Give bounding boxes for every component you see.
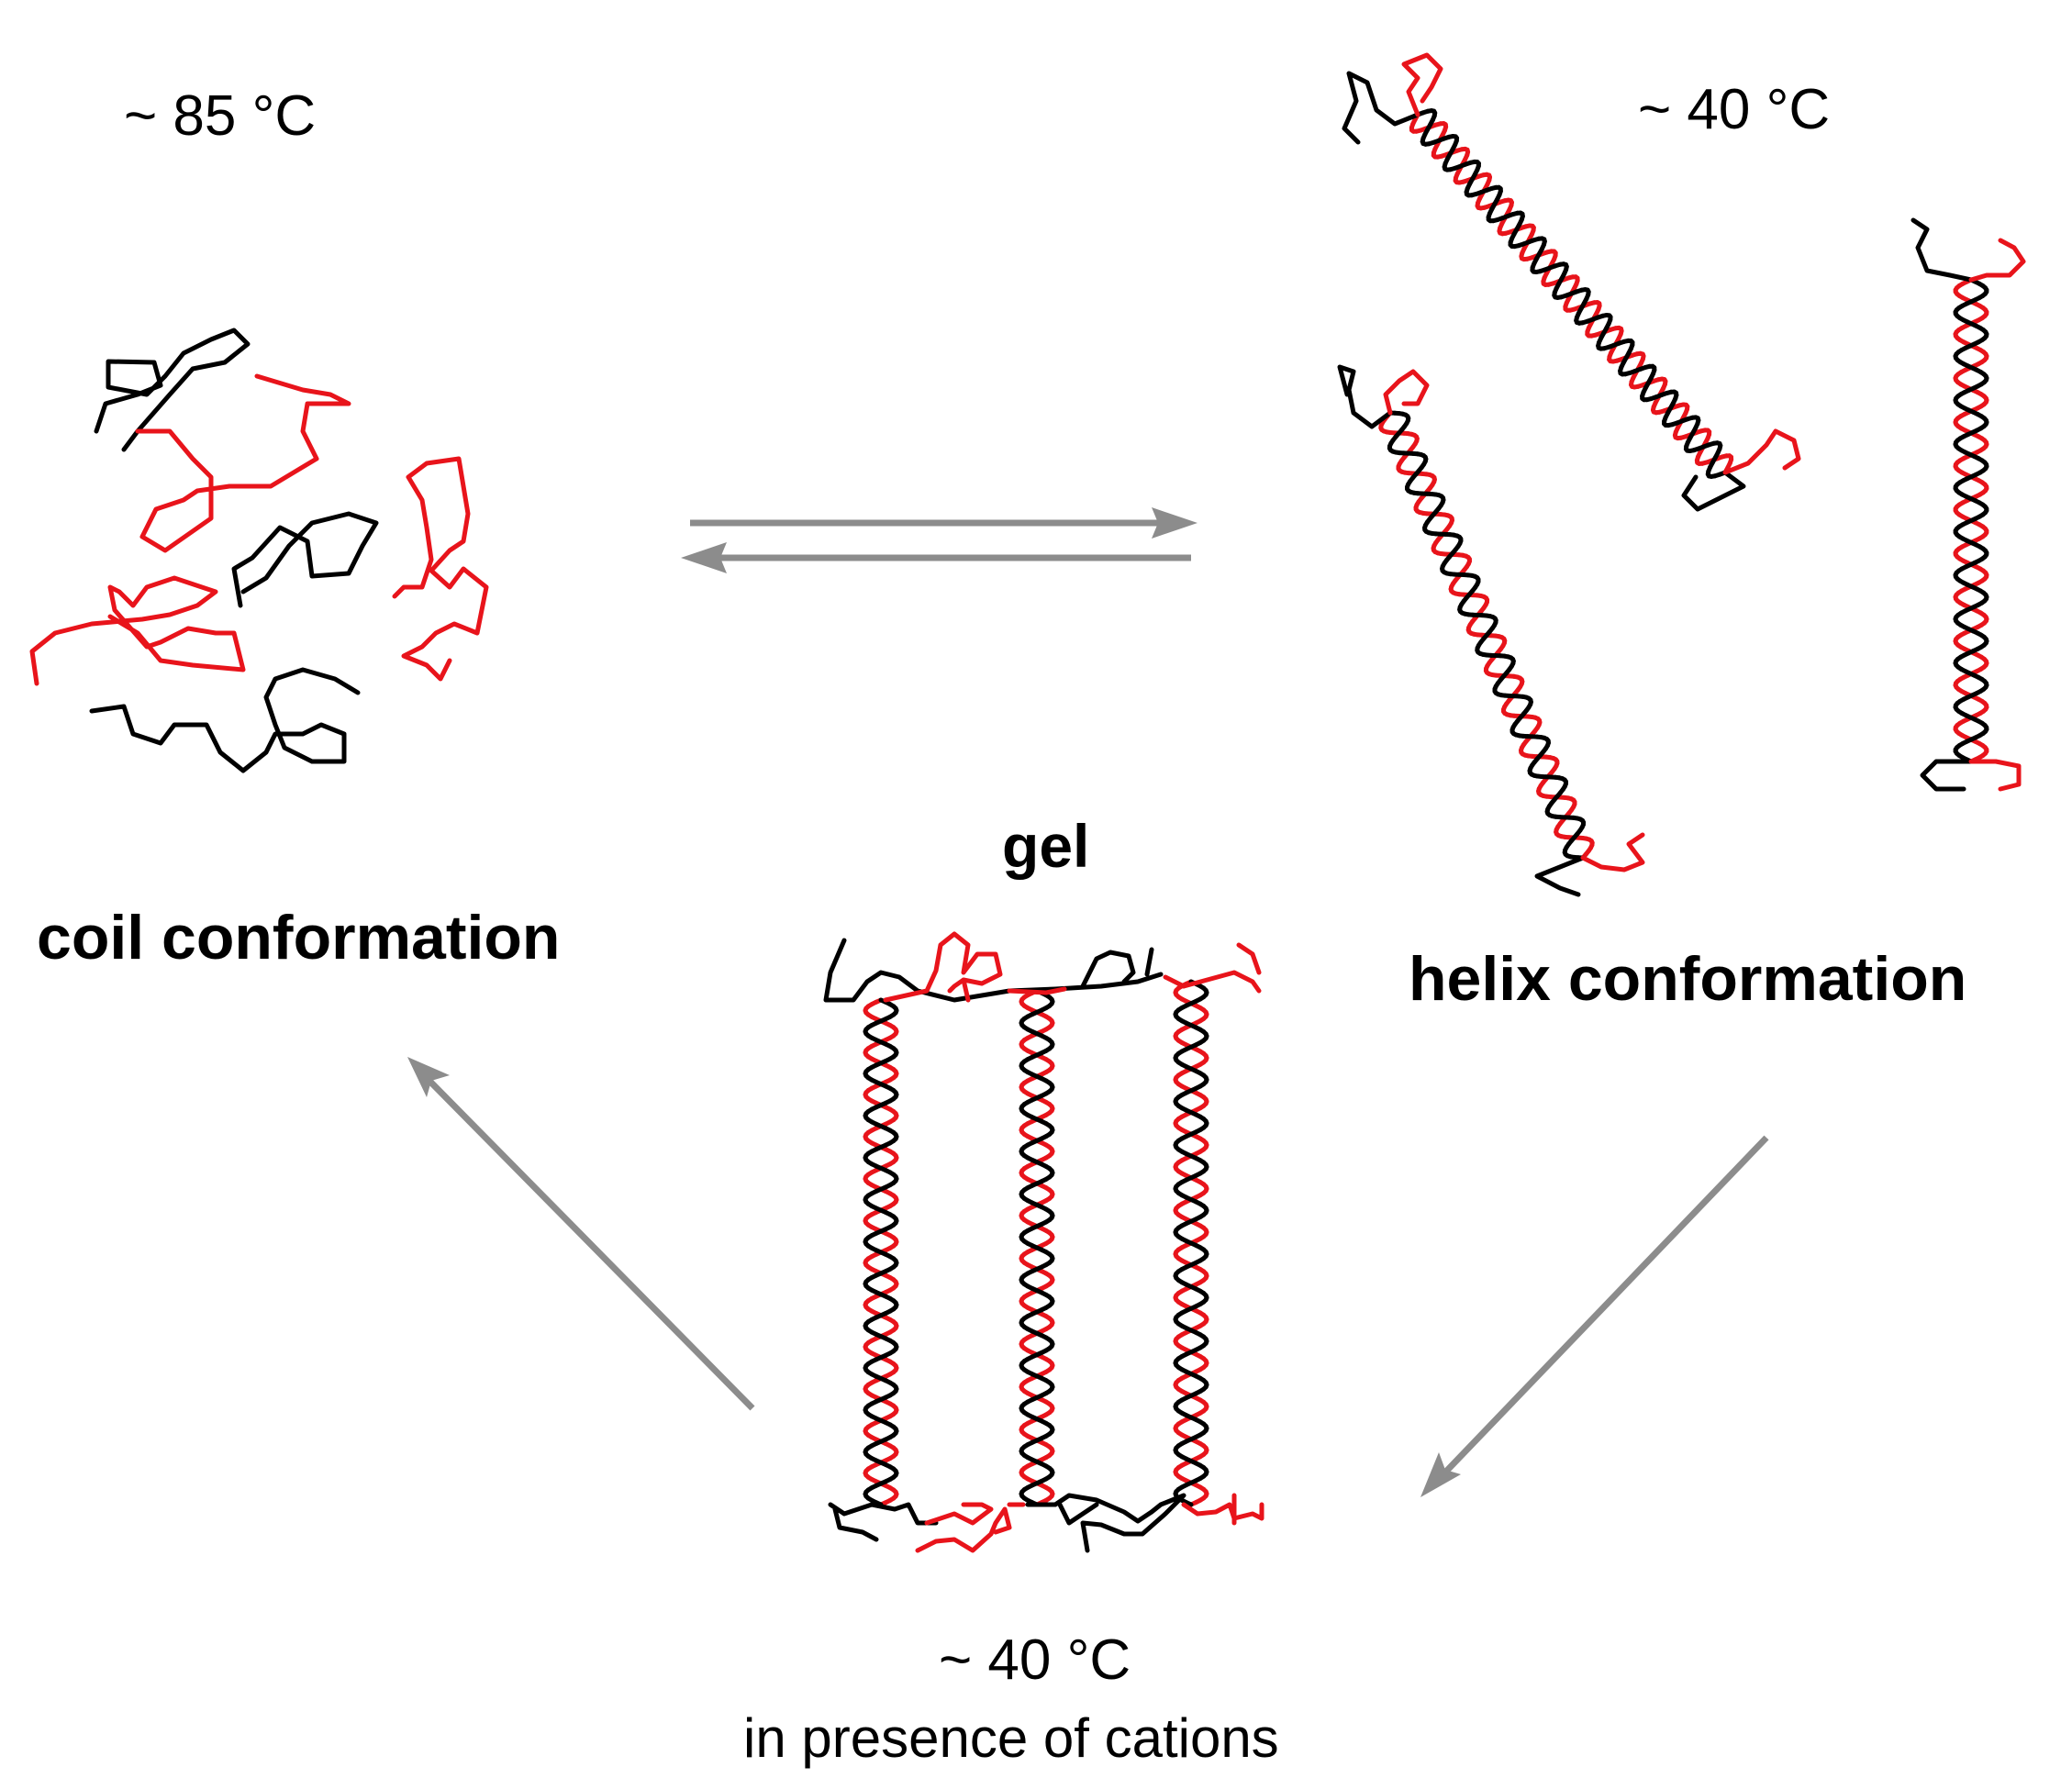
gel-condition-label: in presence of cations — [743, 1707, 1279, 1769]
helix-strand-black-segment — [1184, 1500, 1194, 1507]
helix-tilted-black-tail-top — [1337, 364, 1393, 429]
equilibrium-arrows — [681, 507, 1198, 573]
coil-cluster — [29, 328, 489, 773]
coil-temperature-label: ~ 85 °C — [124, 84, 316, 148]
gel-helix-middle — [1019, 988, 1055, 1507]
gel-to-coil-arrow-shaft — [424, 1075, 755, 1411]
coil-strand-red-2 — [392, 456, 489, 682]
gel-helix-right — [1173, 979, 1209, 1507]
helix-vertical-red-tail-top — [1968, 238, 2026, 283]
gel-bottom-black-junction — [828, 1493, 1186, 1553]
helix-diagonal — [1409, 108, 1734, 479]
helix-tilted-red-tail-bottom — [1580, 832, 1645, 872]
coil-strand-red — [135, 373, 351, 553]
helix-tilted — [1378, 410, 1595, 861]
helix-temperature-label: ~ 40 °C — [1638, 78, 1830, 141]
helix-cluster — [1337, 52, 2026, 897]
forward-arrowhead — [1152, 507, 1198, 539]
coil-conformation-title: coil conformation — [37, 903, 560, 972]
gel-top-red-junction — [883, 931, 1262, 1003]
gel-top-black-junction — [823, 938, 1164, 1003]
cycle-arrows — [407, 1057, 1769, 1497]
gel-bottom-red-junction — [915, 1493, 1264, 1553]
helix-tilted-red-tail-top — [1383, 369, 1430, 416]
helix-conformation-title: helix conformation — [1409, 944, 1966, 1014]
helix-vertical-red-tail-bottom — [1968, 759, 2022, 792]
gel-helix-left — [863, 997, 899, 1507]
helix-to-gel-arrowhead — [1420, 1452, 1461, 1497]
reverse-arrowhead — [681, 542, 727, 573]
coil-strand-red-3 — [29, 575, 246, 686]
gel-title: gel — [1002, 812, 1089, 880]
helix-vertical — [1953, 277, 1989, 764]
gel-junctions — [823, 931, 1264, 1553]
helix-vertical-black-tail-bottom — [1920, 759, 1974, 792]
coil-strand-black-3 — [89, 667, 361, 773]
gel-temperature-label: ~ 40 °C — [939, 1628, 1131, 1692]
coil-strand-black-2 — [231, 511, 379, 608]
helix-vertical-black-tail-top — [1910, 217, 1974, 283]
helix-diagonal-red-tail-top — [1401, 52, 1443, 117]
helix-to-gel-arrow-shaft — [1438, 1135, 1769, 1480]
helix-diagonal-black-tail-top — [1342, 71, 1420, 145]
helix-tilted-black-tail-bottom — [1534, 855, 1586, 897]
gel-network — [863, 979, 1209, 1507]
helix-diagonal-black-tail-bottom — [1681, 470, 1746, 512]
gel-to-coil-arrowhead — [407, 1057, 450, 1097]
helix-diagonal-red-tail-bottom — [1722, 428, 1801, 475]
coil-strand-black — [94, 328, 251, 452]
